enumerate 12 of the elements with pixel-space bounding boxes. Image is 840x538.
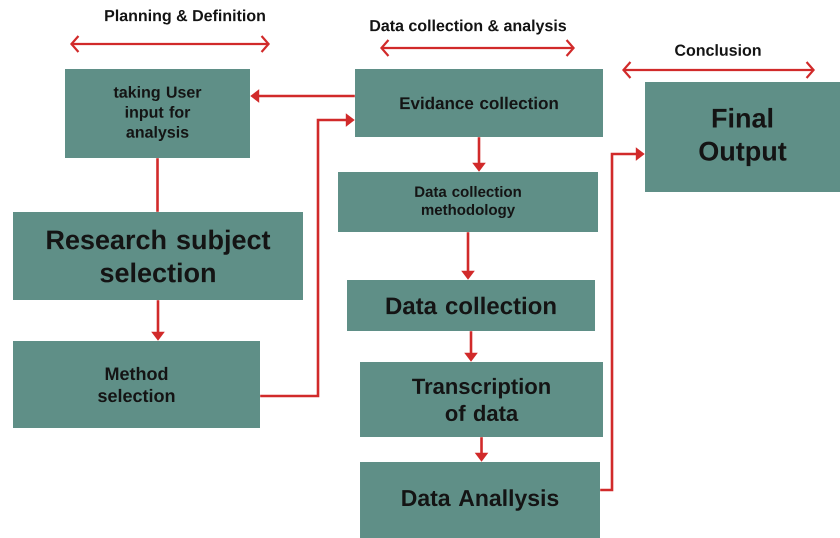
phase-heading: Conclusion <box>675 44 761 56</box>
process-box: Transcription of data <box>360 362 603 437</box>
process-box: Data collection <box>347 280 595 331</box>
phase-heading: Data collection & analysis <box>370 20 566 34</box>
process-box: taking User input for analysis <box>65 69 250 158</box>
process-box: Data Anallysis <box>360 462 600 538</box>
process-box: Method selection <box>13 341 260 428</box>
phase-heading: Planning & Definition <box>105 10 265 24</box>
process-box: Data collection methodology <box>338 172 598 232</box>
process-box: Research subject selection <box>13 212 303 300</box>
process-box: Evidance collection <box>355 69 603 137</box>
process-box: Final Output <box>645 82 840 192</box>
